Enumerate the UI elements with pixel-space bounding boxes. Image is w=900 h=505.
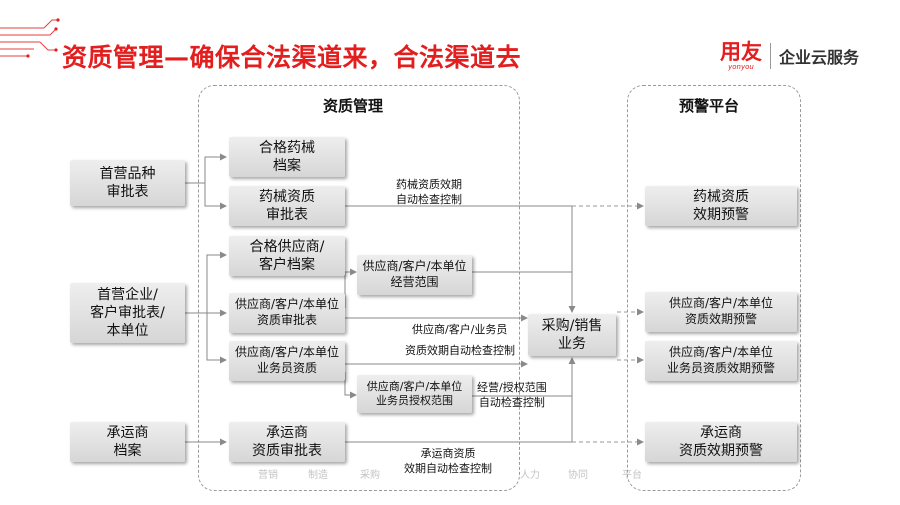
watermark-item: 协同 <box>568 470 588 481</box>
page-title: 资质管理—确保合法渠道来，合法渠道去 <box>62 43 522 72</box>
warning-panel <box>627 85 801 491</box>
warning-carrier-expiry: 承运商 资质效期预警 <box>645 422 797 462</box>
box-text: 药械资质 审批表 <box>259 188 315 223</box>
watermark-item: 采购 <box>360 470 380 481</box>
watermark-item: 制造 <box>308 470 328 481</box>
label-device-check: 药械资质效期 自动检查控制 <box>396 178 462 206</box>
box-text: 供应商/客户/本单位 业务员资质 <box>234 345 340 375</box>
warning-device-expiry: 药械资质 效期预警 <box>645 186 797 226</box>
qualification-panel-title: 资质管理 <box>323 97 384 115</box>
source-product-approval: 首营品种 审批表 <box>70 160 185 206</box>
label-salesman-types: 供应商/客户/业务员 <box>412 323 508 336</box>
box-text: 供应商/客户/本单位 业务员资质效期预警 <box>666 345 775 375</box>
box-text: 采购/销售 业务 <box>541 317 603 352</box>
business-scope: 供应商/客户/本单位 经营范围 <box>357 255 472 295</box>
supplier-qualification-approval: 供应商/客户/本单位 资质审批表 <box>229 293 345 333</box>
box-text: 合格供应商/ 客户档案 <box>249 238 325 273</box>
box-text: 供应商/客户/本单位 经营范围 <box>362 259 467 289</box>
label-scope-check: 经营/授权范围 自动检查控制 <box>477 381 547 409</box>
warning-salesman-expiry: 供应商/客户/本单位 业务员资质效期预警 <box>645 341 797 381</box>
warning-supplier-expiry: 供应商/客户/本单位 资质效期预警 <box>645 292 797 332</box>
purchase-sales-business: 采购/销售 业务 <box>528 314 616 356</box>
watermark-item: 人力 <box>520 470 540 481</box>
brand-slogan: 企业云服务 <box>779 48 860 67</box>
box-text: 供应商/客户/本单位 业务员授权范围 <box>366 379 463 407</box>
box-text: 供应商/客户/本单位 资质审批表 <box>234 297 340 327</box>
watermark-item: 营销 <box>258 470 278 481</box>
qualified-supplier-archive: 合格供应商/ 客户档案 <box>229 236 345 276</box>
box-text: 首营品种 审批表 <box>99 165 156 200</box>
brand-logo: 用友 <box>720 39 762 64</box>
brand-logo-mark: 用友 yonyou <box>720 39 762 71</box>
box-text: 承运商 资质审批表 <box>252 424 322 459</box>
box-text: 合格药械 档案 <box>259 139 315 174</box>
brand: 用友 yonyou 企业云服务 <box>720 40 859 72</box>
salesman-qualification: 供应商/客户/本单位 业务员资质 <box>229 341 345 381</box>
warning-panel-title: 预警平台 <box>679 97 740 115</box>
title-decoration <box>0 18 60 58</box>
qualified-device-archive: 合格药械 档案 <box>229 137 345 177</box>
box-text: 承运商 资质效期预警 <box>679 424 763 459</box>
box-text: 药械资质 效期预警 <box>693 188 749 223</box>
salesman-authorization-scope: 供应商/客户/本单位 业务员授权范围 <box>357 375 472 413</box>
source-carrier-archive: 承运商 档案 <box>70 422 185 462</box>
box-text: 供应商/客户/本单位 资质效期预警 <box>668 296 774 326</box>
device-qualification-approval: 药械资质 审批表 <box>229 186 345 226</box>
brand-separator <box>770 43 771 69</box>
box-text: 首营企业/ 客户审批表/ 本单位 <box>90 286 165 340</box>
label-carrier-check: 承运商资质 效期自动检查控制 <box>404 447 492 475</box>
source-enterprise-approval: 首营企业/ 客户审批表/ 本单位 <box>70 283 185 343</box>
brand-logo-sub: yonyou <box>728 62 754 71</box>
label-qualification-check: 资质效期自动检查控制 <box>405 344 515 357</box>
carrier-qualification-approval: 承运商 资质审批表 <box>229 422 345 462</box>
box-text: 承运商 档案 <box>106 424 149 459</box>
